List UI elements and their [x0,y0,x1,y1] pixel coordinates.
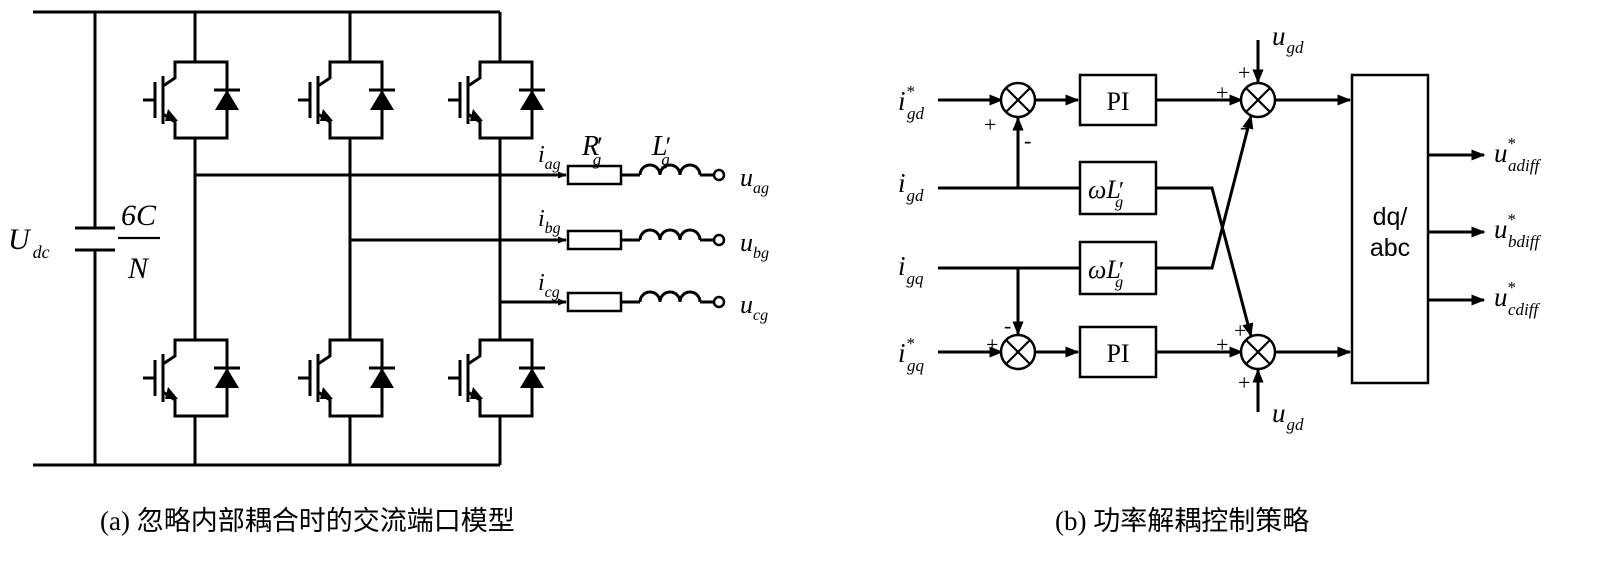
sign-minus-q-error: - [1004,313,1011,338]
igbt-a-lower [143,330,240,426]
pi-block-top [1078,73,1158,127]
capacitor-denominator: N [127,252,150,285]
sum-junction-q-error [999,333,1037,371]
sign-minus-cross-top: - [1240,114,1247,139]
voltage-label-b: ubg [740,228,769,262]
input-igq-ref-label: i*gq [898,334,925,375]
output-label-c: u*cdiff [1494,278,1540,319]
pi-block-top-label: PI [1106,87,1129,116]
sign-plus-cross-bottom: + [1234,318,1246,343]
current-label-a: iag [538,142,561,173]
sign-plus-pi-top: + [1216,80,1228,105]
panel-b-control: i*gd igd igq i*gq [898,21,1541,536]
feedforward-top-label: ugd [1272,21,1304,57]
feedforward-bottom-label: ugd [1272,398,1304,434]
coupling-block-top-label: ωL′g [1088,175,1124,211]
terminal-phase-a [712,168,726,182]
current-label-c: icg [538,270,560,301]
igbt-b-lower [298,330,395,426]
terminal-phase-b [712,233,726,247]
voltage-label-a: uag [740,163,769,197]
voltage-label-c: ucg [740,290,768,324]
input-igd-label: igd [898,168,924,205]
cross-path-d-to-q [1156,186,1254,338]
igbt-c-upper [448,52,545,148]
igbt-a-upper [143,52,240,148]
sum-junction-d-out [1239,81,1277,119]
sign-plus-q-error: + [986,332,998,357]
resistor-label: R′g [581,131,603,169]
sign-plus-d-error: + [984,112,996,137]
igbt-c-lower [448,330,545,426]
sign-plus-ff-top: + [1238,60,1250,85]
coupling-block-bottom-label: ωL′g [1088,255,1124,291]
sign-plus-pi-bottom: + [1216,332,1228,357]
input-igd-ref-label: i*gd [898,82,925,123]
caption-panel-b: (b) 功率解耦控制策略 [1055,506,1309,536]
input-igq-label: igq [898,251,924,288]
pi-block-bottom [1078,325,1158,379]
output-label-b: u*bdiff [1494,210,1541,251]
transform-label-line1: dq/ [1373,203,1408,231]
output-label-a: u*adiff [1494,134,1541,175]
inductor-label: L′g [651,131,671,169]
resistor-phase-c [566,291,623,313]
pi-block-bottom-label: PI [1106,339,1129,368]
capacitor-numerator: 6C [121,199,157,232]
igbt-b-upper [298,52,395,148]
igbt-switches [143,52,545,426]
terminal-phase-c [712,295,726,309]
transform-label-line2: abc [1370,234,1410,262]
caption-panel-a: (a) 忽略内部耦合时的交流端口模型 [100,506,515,536]
sign-plus-ff-bottom: + [1238,370,1250,395]
current-label-b: ibg [538,206,561,237]
sign-minus-d-error: - [1024,128,1031,153]
inductor-phase-b [638,228,702,241]
resistor-phase-b [566,229,623,251]
dq-abc-transform-block [1350,73,1430,385]
sum-junction-d-error [999,81,1037,119]
coupling-block-top [1078,160,1158,216]
inductor-phase-a [638,163,702,176]
inductor-phase-c [638,290,702,303]
cross-path-q-to-d [1156,114,1254,270]
